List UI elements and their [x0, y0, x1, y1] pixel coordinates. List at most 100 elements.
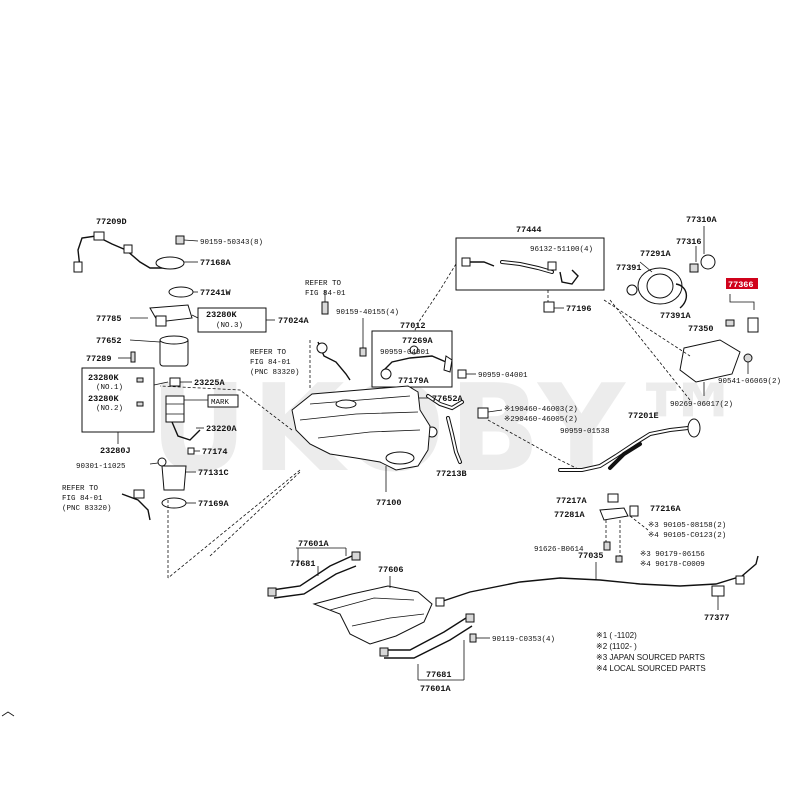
screw-part: [175, 235, 185, 245]
o-ring-part: [157, 457, 167, 467]
label-77652: 77652: [96, 336, 122, 346]
hose-part: [381, 355, 447, 373]
label-96132-51100: 96132-51100(4): [530, 246, 593, 254]
clamp-part: [380, 368, 392, 380]
ref-fig3-line1: REFER TO: [62, 485, 99, 493]
pin-part: [130, 351, 136, 363]
clip-part: [725, 319, 735, 327]
label-90105-c0123: ※4 90105-C0123(2): [648, 531, 726, 540]
lock-part-77377: [711, 585, 725, 597]
hinge-part: [747, 317, 759, 333]
seal-ring-part: [161, 497, 187, 509]
connector-part: [93, 231, 105, 241]
label-77012: 77012: [400, 321, 426, 331]
filler-pipe-77201e: [558, 418, 701, 472]
label-77606: 77606: [378, 565, 404, 575]
label-77601a-bot: 77601A: [420, 684, 452, 694]
ref-fig1-line2: FIG 84-01: [305, 290, 346, 298]
clip-part: [136, 377, 144, 383]
label-90159-40155: 90159-40155(4): [336, 309, 399, 317]
bolt-part: [321, 301, 329, 315]
strap-top-2: [273, 565, 357, 599]
label-77035: 77035: [578, 551, 604, 561]
hose-end: [443, 355, 453, 373]
note-2: ※2 (1102- ): [596, 642, 637, 651]
label-77174: 77174: [202, 447, 228, 457]
label-90159-50343: 90159-50343(8): [200, 239, 263, 247]
label-77100: 77100: [376, 498, 402, 508]
bracket-77281a: [599, 507, 629, 521]
cup-part: [161, 465, 187, 491]
clip-part: [136, 401, 144, 407]
label-77366: 77366: [728, 280, 754, 290]
tank-strap-group: [267, 547, 490, 681]
protector-77606: [312, 585, 433, 645]
bolt-91626: [603, 541, 611, 551]
label-77289: 77289: [86, 354, 112, 364]
box-77444: [455, 237, 605, 291]
fuel-tank-body: [291, 385, 431, 471]
mark-box: [207, 394, 239, 408]
label-77601a-top: 77601A: [298, 539, 330, 549]
screw-part: [359, 347, 367, 357]
clamp-part: [123, 244, 133, 254]
label-no2: (NO.2): [96, 405, 123, 413]
label-90269-06017: 90269-06017(2): [670, 401, 733, 409]
filter-part: [169, 377, 181, 387]
bracket-77216a: [629, 505, 639, 517]
label-90959-04001-a: 90959-04001: [380, 349, 430, 357]
label-77291a: 77291A: [640, 249, 672, 259]
label-90541-06069: 90541-06069(2): [718, 378, 781, 386]
label-90301-11025: 90301-11025: [76, 463, 126, 471]
label-77241w: 77241W: [200, 288, 232, 298]
pump-motor: [165, 395, 185, 423]
label-91626-b0614: 91626-B0614: [534, 546, 584, 554]
cap-part: [689, 263, 699, 273]
label-90119-c0353: 90119-C0353(4): [492, 636, 555, 644]
bracket-part: [155, 315, 167, 327]
note-3: ※3 JAPAN SOURCED PARTS: [596, 653, 705, 662]
label-90178-c0009: ※4 90178-C0009: [640, 560, 705, 569]
valve-part: [543, 301, 555, 313]
label-77377: 77377: [704, 613, 730, 623]
bolt-90119: [469, 633, 477, 643]
harness-part: [121, 493, 151, 521]
label-77131c: 77131C: [198, 468, 229, 478]
label-no3: (NO.3): [216, 322, 243, 330]
label-77168a: 77168A: [200, 258, 232, 268]
strap-bot-2: [384, 625, 473, 659]
ref-fig2-line2: FIG 84-01: [250, 359, 291, 367]
note-1: ※1 ( -1102): [596, 631, 637, 640]
label-77213b: 77213B: [436, 469, 467, 479]
opener-cable-77035: [435, 555, 759, 610]
label-77169a: 77169A: [198, 499, 230, 509]
fuel-pump-group: [73, 231, 275, 521]
wire-harness-77209d: [77, 235, 175, 269]
label-23280j: 23280J: [100, 446, 131, 456]
ref-fig1-line1: REFER TO: [305, 280, 342, 288]
label-90105-08158: ※3 90105-08158(2): [648, 521, 726, 530]
label-190460-46003: ※190460-46003(2): [504, 405, 578, 414]
clamp-part: [461, 257, 471, 267]
nut-part: [743, 353, 753, 363]
gasket-part: [168, 286, 194, 298]
label-77179a: 77179A: [398, 376, 430, 386]
filler-cap-group: [626, 226, 716, 309]
label-90179-06156: ※3 90179-06156: [640, 550, 705, 559]
label-77785: 77785: [96, 314, 122, 324]
fuel-tank-77100: [291, 385, 431, 492]
clip-part: [187, 447, 195, 455]
strap-top-1: [271, 555, 353, 591]
label-77216a: 77216A: [650, 504, 682, 514]
label-77310a: 77310A: [686, 215, 718, 225]
ring-part: [155, 256, 185, 270]
label-290460-46005: ※290460-46005(2): [504, 415, 578, 424]
label-77350: 77350: [688, 324, 714, 334]
nut-90179: [615, 555, 623, 563]
label-77024a: 77024A: [278, 316, 310, 326]
ring-part: [626, 284, 638, 296]
label-23280k-n1: 23280K: [88, 373, 120, 383]
label-77209d: 77209D: [96, 217, 127, 227]
label-77316: 77316: [676, 237, 702, 247]
